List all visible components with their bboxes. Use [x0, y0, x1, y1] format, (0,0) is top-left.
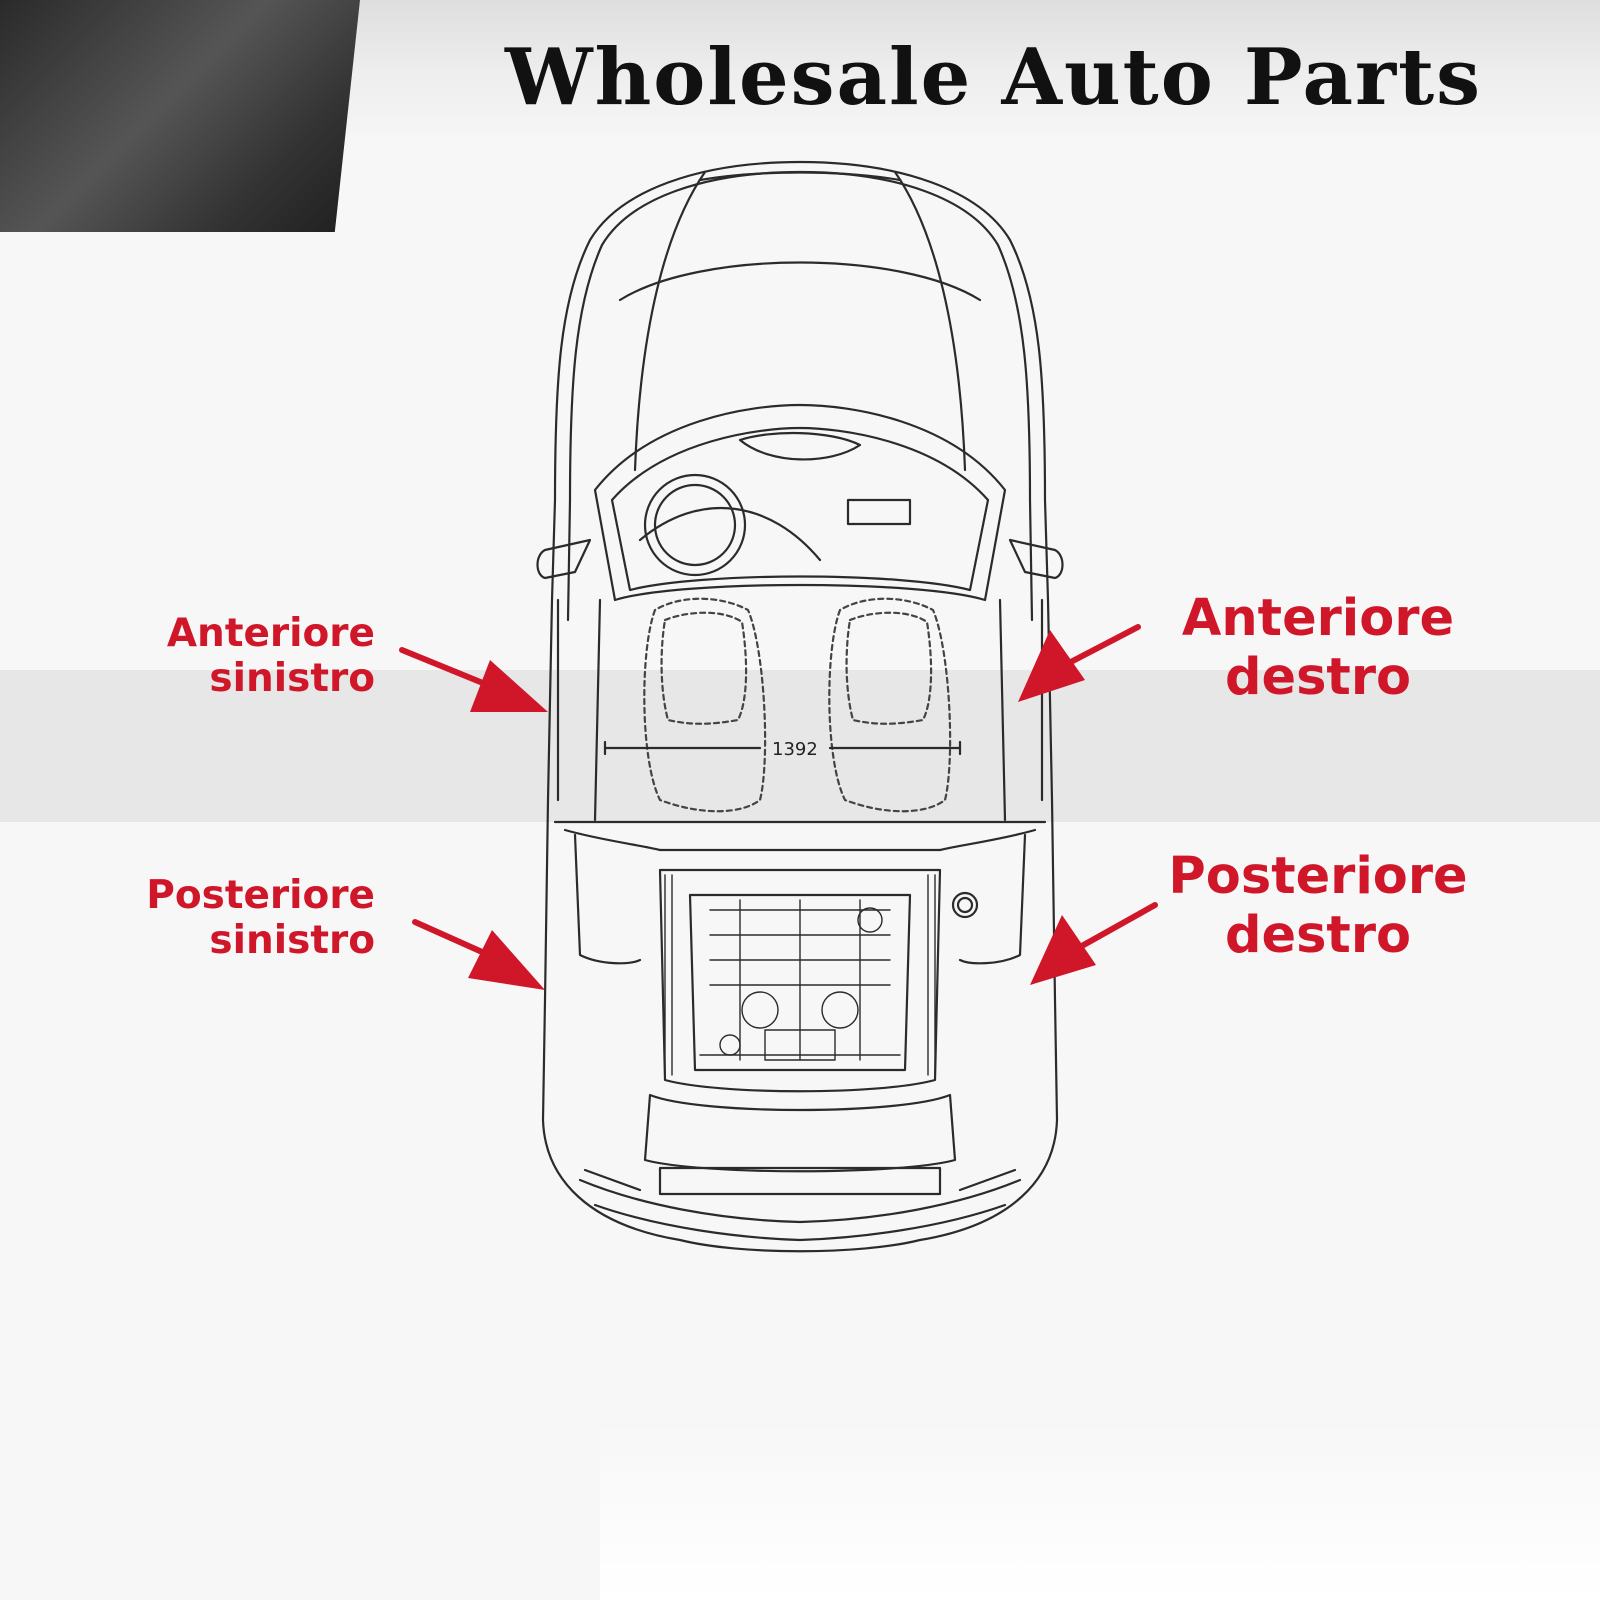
hood-outline — [633, 170, 707, 472]
windshield-frame — [593, 403, 1007, 602]
bottom-fade — [600, 1420, 1600, 1600]
fuel-cap — [951, 891, 979, 919]
label-front-right: Anteriore destro — [1168, 589, 1468, 707]
dimension-label: 1392 — [772, 739, 818, 760]
label-rear-left: Posteriore sinistro — [130, 873, 375, 964]
right-seat — [828, 597, 952, 813]
label-front-right-line2: destro — [1224, 647, 1412, 707]
left-seat — [643, 597, 767, 813]
banner-dark-graphic — [0, 0, 360, 232]
left-side-mirror — [536, 538, 592, 580]
label-rear-left-line1: Posteriore — [146, 873, 375, 918]
engine-bay — [658, 868, 942, 1093]
rear-view-mirror — [738, 431, 862, 461]
label-front-left-line2: sinistro — [209, 655, 375, 701]
label-front-right-line1: Anteriore — [1181, 589, 1455, 648]
steering-wheel — [643, 473, 747, 577]
label-rear-right-line1: Posteriore — [1168, 847, 1468, 906]
highlight-band — [0, 670, 1600, 822]
label-rear-right: Posteriore destro — [1168, 847, 1468, 965]
page-title: Wholesale Auto Parts — [505, 32, 1483, 123]
label-rear-right-line2: destro — [1224, 905, 1412, 965]
rear-light-bar — [658, 1166, 942, 1196]
car-body-outline — [541, 160, 1059, 1253]
label-front-left-line1: Anteriore — [166, 611, 375, 656]
label-rear-left-line2: sinistro — [209, 917, 375, 963]
label-front-left: Anteriore sinistro — [130, 611, 375, 702]
right-side-mirror — [1008, 538, 1064, 580]
